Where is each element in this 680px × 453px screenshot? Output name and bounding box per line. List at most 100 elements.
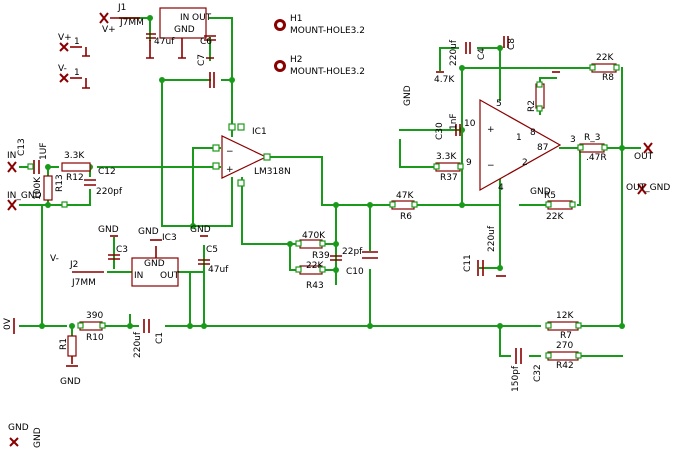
- top-caps: 47uf C6: [146, 33, 216, 47]
- c3-ref: C3: [116, 245, 128, 255]
- c4-ref: C4: [477, 48, 487, 60]
- connector-in-gnd-label: IN_GND: [7, 191, 42, 201]
- svg-text:GND: GND: [190, 225, 211, 235]
- capacitor-c32: 150pf C32: [511, 348, 543, 392]
- amp2-pin-10: 10: [464, 119, 476, 129]
- mount-hole-h1: H1 MOUNT-HOLE3.2: [274, 14, 365, 36]
- mount-hole-h2: H2 MOUNT-HOLE3.2: [274, 55, 365, 77]
- r13-value: 100K: [33, 176, 43, 200]
- c11-value: 220uf: [487, 225, 497, 252]
- r12-ref: R12: [66, 173, 84, 183]
- resistor-r13: 100K R13: [33, 174, 65, 201]
- r45-value: 470K: [302, 231, 326, 241]
- r10-ref: R10: [86, 333, 104, 343]
- r5-ref: R5: [544, 191, 556, 201]
- h2-ref: H2: [290, 55, 303, 65]
- capacitor-c7: C7: [197, 54, 215, 88]
- ic2-pin-gnd: GND: [174, 25, 195, 35]
- connector-vplus[interactable]: V+: [58, 33, 72, 52]
- gnd-b-label: GND: [33, 427, 43, 448]
- capacitor-c13: C13 1UF: [17, 138, 49, 174]
- connector-out-gnd-label: OUT_GND: [626, 183, 670, 193]
- capacitor-c11: C11 220uf: [463, 225, 506, 277]
- capacitor-c30: C30 1nF: [435, 113, 461, 140]
- c6-ref: C6: [200, 37, 212, 47]
- resistor-r7: 12K R7: [547, 311, 579, 341]
- r43-ref: R43: [306, 281, 324, 291]
- svg-text:1: 1: [74, 37, 80, 47]
- svg-text:1: 1: [74, 68, 80, 78]
- resistor-r12: 3.3K R12: [61, 151, 91, 183]
- r4-value: 4.7K: [434, 75, 455, 85]
- regulator-ic2: IN GND OUT: [146, 7, 214, 59]
- c5-value: 47uf: [208, 265, 229, 275]
- connector-out-gnd[interactable]: OUT_GND: [626, 183, 670, 195]
- c30-value: 1nF: [449, 113, 459, 130]
- svg-text:GND: GND: [60, 377, 81, 387]
- j2-ref: J2: [69, 260, 78, 270]
- ic3-pin-out: OUT: [160, 271, 180, 281]
- j1-ref: J1: [117, 3, 126, 13]
- r12-value: 3.3K: [64, 151, 85, 161]
- r5-value: 22K: [546, 212, 564, 222]
- jumper-j2: J2 J7MM V-: [50, 254, 104, 288]
- c8-ref: C8: [507, 38, 517, 50]
- connector-vminus[interactable]: V-: [58, 64, 69, 83]
- r42-value: 270: [556, 341, 573, 351]
- connector-vminus-label: V-: [58, 64, 67, 74]
- resistor-r42: 270 R42: [547, 341, 579, 371]
- amp2-pin-8: 8: [530, 128, 536, 138]
- connector-vplus-label: V+: [58, 33, 72, 43]
- connector-0v[interactable]: 0V: [3, 317, 15, 334]
- opamp-ic1: − + IC1 LM318N: [212, 123, 291, 187]
- connector-out-label: OUT: [634, 152, 654, 162]
- jumper-j1: J1 J7MM V+: [99, 3, 144, 35]
- c1-ref: C1: [155, 332, 165, 344]
- c10-ref: C10: [346, 267, 364, 277]
- junctions: [39, 15, 625, 329]
- connector-out[interactable]: OUT: [634, 142, 654, 162]
- connector-in-gnd[interactable]: IN_GND: [7, 191, 42, 211]
- amp2-pin-2: 2: [522, 158, 528, 168]
- c13-ref: C13: [17, 138, 27, 156]
- ic3-pin-gnd: GND: [144, 259, 165, 269]
- c5-ref: C5: [206, 245, 218, 255]
- r43-value: 22K: [306, 261, 324, 271]
- svg-text:−: −: [487, 161, 495, 171]
- c12-ref: C12: [98, 167, 116, 177]
- capacitor-c10: 22pf C10: [342, 247, 378, 277]
- r39-ref: R39: [312, 251, 330, 261]
- ic2-pin-in: IN: [180, 13, 189, 23]
- r3-value: .47R: [586, 153, 607, 163]
- r8-ref: R8: [602, 73, 614, 83]
- c13-value: 1UF: [39, 143, 49, 161]
- amp2-pin-9: 9: [466, 158, 472, 168]
- r10-value: 390: [86, 311, 103, 321]
- connector-in[interactable]: IN: [7, 151, 17, 173]
- connector-in-label: IN: [7, 151, 16, 161]
- capacitor-c22: [330, 255, 342, 261]
- pin-markers: [27, 64, 620, 359]
- amp2-pin-5: 5: [496, 99, 502, 109]
- capacitor-c3: GND C3: [98, 225, 128, 260]
- h2-value: MOUNT-HOLE3.2: [290, 67, 365, 77]
- capacitor-c4: C4 220uf C8 4.7K GND: [403, 36, 517, 106]
- c7-ref: C7: [197, 54, 207, 66]
- c4-value: 220uf: [449, 39, 459, 66]
- regulator-ic3: IC3 GND IN OUT GND: [131, 227, 180, 287]
- ic1-ref: IC1: [252, 127, 267, 137]
- gnd-a-label: GND: [8, 423, 29, 433]
- svg-text:+: +: [226, 165, 234, 175]
- r1-ref: R1: [59, 338, 69, 350]
- resistor-r43: 22K R43: [299, 261, 324, 291]
- svg-text:+: +: [487, 125, 495, 135]
- svg-text:−: −: [226, 147, 234, 157]
- h1-value: MOUNT-HOLE3.2: [290, 26, 365, 36]
- c30-ref: C30: [435, 122, 445, 140]
- gnd-marker-bottom: GND GND: [8, 423, 43, 448]
- r13-ref: R13: [55, 174, 65, 192]
- j1-label: V+: [102, 25, 116, 35]
- r3-ref: R_3: [584, 133, 600, 143]
- r6-value: 47K: [396, 191, 414, 201]
